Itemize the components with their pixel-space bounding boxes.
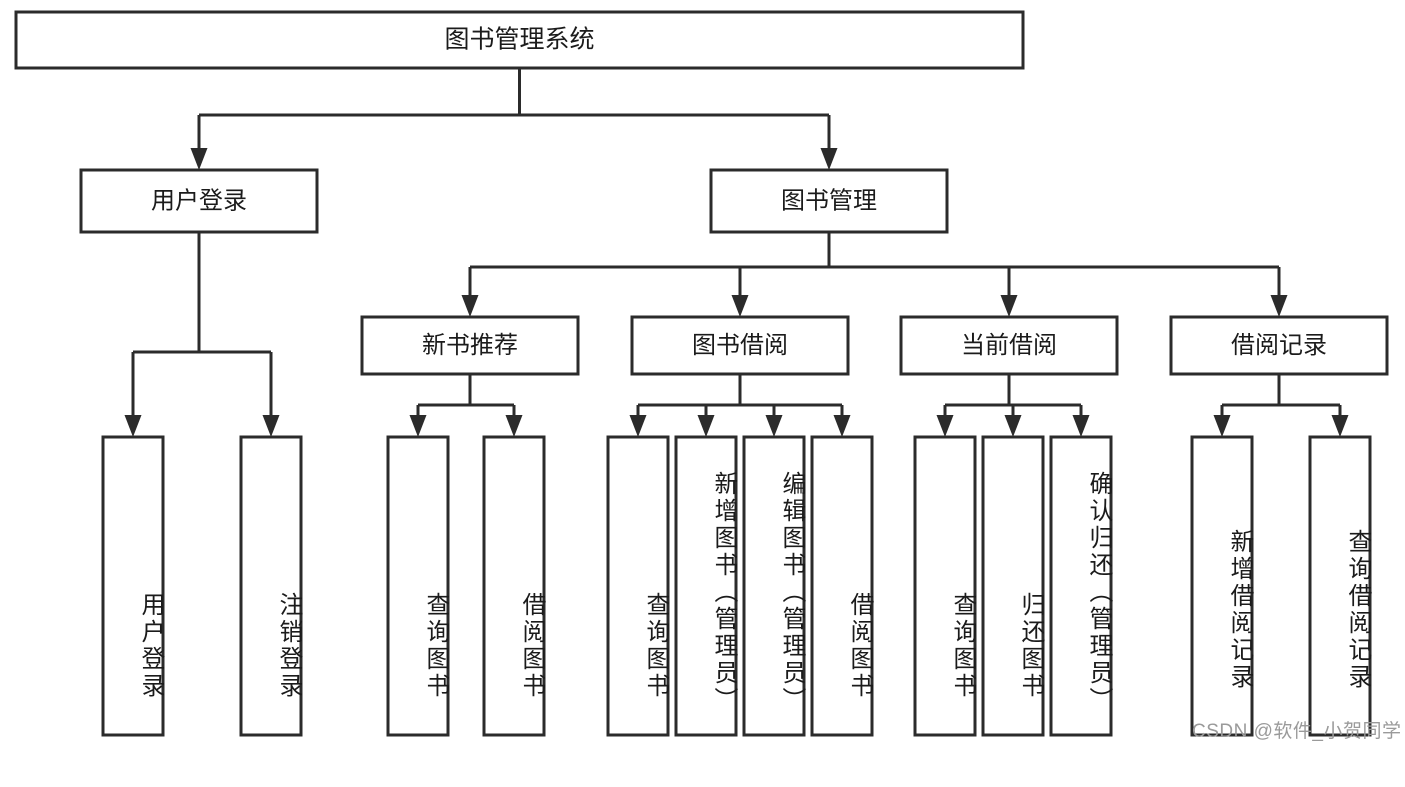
- diagram-canvas: 图书管理系统用户登录图书管理新书推荐图书借阅当前借阅借阅记录 用户登录注销登录查…: [14, 10, 1402, 742]
- node-label-book-manage: 图书管理: [781, 187, 877, 214]
- node-box-leaf-cur-return-book: [981, 435, 1045, 737]
- arrow-head-icon: [936, 415, 954, 437]
- node-box-leaf-user-login: [101, 435, 165, 737]
- node-box-leaf-borrow-edit-book: [742, 435, 806, 737]
- arrow-head-icon: [833, 415, 851, 437]
- node-box-book-manage: [709, 168, 949, 234]
- boxes-layer: [14, 10, 1389, 737]
- node-box-leaf-borrow-add-book: [674, 435, 738, 737]
- arrow-head-icon: [124, 415, 142, 437]
- node-box-leaf-cur-query-book: [913, 435, 977, 737]
- arrow-head-icon: [1331, 415, 1349, 437]
- arrow-head-icon: [1004, 415, 1022, 437]
- arrow-head-icon: [1000, 295, 1018, 317]
- node-label-book-borrow: 图书借阅: [692, 332, 788, 359]
- connectors-layer: [124, 68, 1349, 437]
- node-box-root: [14, 10, 1025, 70]
- arrow-head-icon: [1270, 295, 1288, 317]
- arrow-head-icon: [409, 415, 427, 437]
- node-box-leaf-cur-confirm-return: [1049, 435, 1113, 737]
- node-label-borrow-record: 借阅记录: [1231, 332, 1327, 359]
- arrow-head-icon: [262, 415, 280, 437]
- arrow-head-icon: [697, 415, 715, 437]
- node-box-leaf-rec-query-book: [386, 435, 450, 737]
- node-box-user-login: [79, 168, 319, 234]
- watermark-text: CSDN @软件_小贺同学: [1192, 721, 1402, 742]
- node-label-user-login: 用户登录: [151, 187, 247, 214]
- node-box-leaf-rec-borrow-book: [482, 435, 546, 737]
- node-label-root: 图书管理系统: [444, 26, 594, 54]
- node-box-borrow-record: [1169, 315, 1389, 376]
- node-box-leaf-borrow-query-book: [606, 435, 670, 737]
- arrow-head-icon: [820, 148, 838, 170]
- node-box-leaf-borrow-borrow-book: [810, 435, 874, 737]
- arrow-head-icon: [629, 415, 647, 437]
- node-box-new-book-rec: [360, 315, 580, 376]
- arrow-head-icon: [190, 148, 208, 170]
- arrow-head-icon: [731, 295, 749, 317]
- node-box-book-borrow: [630, 315, 850, 376]
- arrow-head-icon: [1213, 415, 1231, 437]
- arrow-head-icon: [461, 295, 479, 317]
- arrow-head-icon: [1072, 415, 1090, 437]
- node-box-leaf-user-logout: [239, 435, 303, 737]
- node-label-current-borrow: 当前借阅: [961, 332, 1057, 359]
- arrow-head-icon: [765, 415, 783, 437]
- node-box-leaf-rec-add-record: [1190, 435, 1254, 737]
- node-box-current-borrow: [899, 315, 1119, 376]
- node-label-new-book-rec: 新书推荐: [422, 332, 518, 359]
- node-box-leaf-rec-query-record: [1308, 435, 1372, 737]
- arrow-head-icon: [505, 415, 523, 437]
